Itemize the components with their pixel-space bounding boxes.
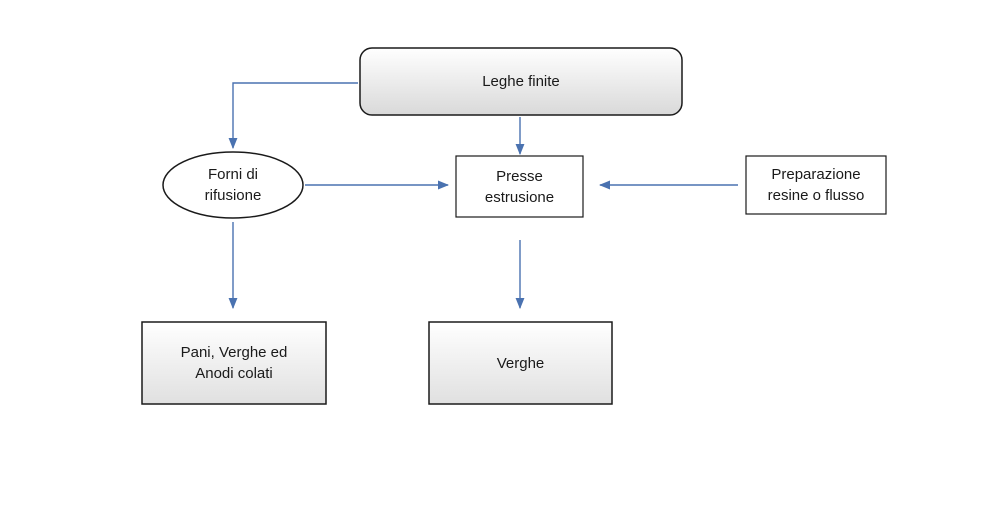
- node-presse-estrusione: [455, 155, 584, 218]
- label-forni-di-rifusione: Forni di rifusione: [163, 152, 303, 218]
- label-preparazione-line1: Preparazione: [771, 166, 861, 183]
- node-forni-di-rifusione: [162, 151, 304, 219]
- label-preparazione-line2: resine o flusso: [767, 187, 865, 204]
- label-verghe-text: Verghe: [496, 354, 545, 372]
- node-leghe-finite: [359, 47, 683, 116]
- node-verghe: [428, 321, 613, 405]
- label-forni-line1: Forni di: [207, 166, 259, 183]
- label-forni-line2: rifusione: [204, 187, 262, 204]
- label-presse-line2: estrusione: [484, 188, 555, 206]
- label-pani-verghe-anodi: Pani, Verghe ed Anodi colati: [142, 322, 326, 404]
- label-pani-line1: Pani, Verghe ed: [180, 344, 288, 361]
- label-leghe-finite-text: Leghe finite: [482, 73, 560, 90]
- label-pani-line2: Anodi colati: [195, 365, 273, 382]
- label-presse-line1: Presse: [496, 167, 543, 185]
- label-leghe-finite: Leghe finite: [360, 48, 682, 115]
- label-verghe: Verghe: [429, 322, 612, 404]
- node-preparazione: [745, 155, 887, 215]
- label-presse-estrusione: Presse estrusione: [456, 156, 583, 217]
- label-preparazione: Preparazione resine o flusso: [746, 156, 886, 214]
- arrow-leghe-to-forni: [228, 82, 358, 150]
- node-pani-verghe-anodi: [141, 321, 327, 405]
